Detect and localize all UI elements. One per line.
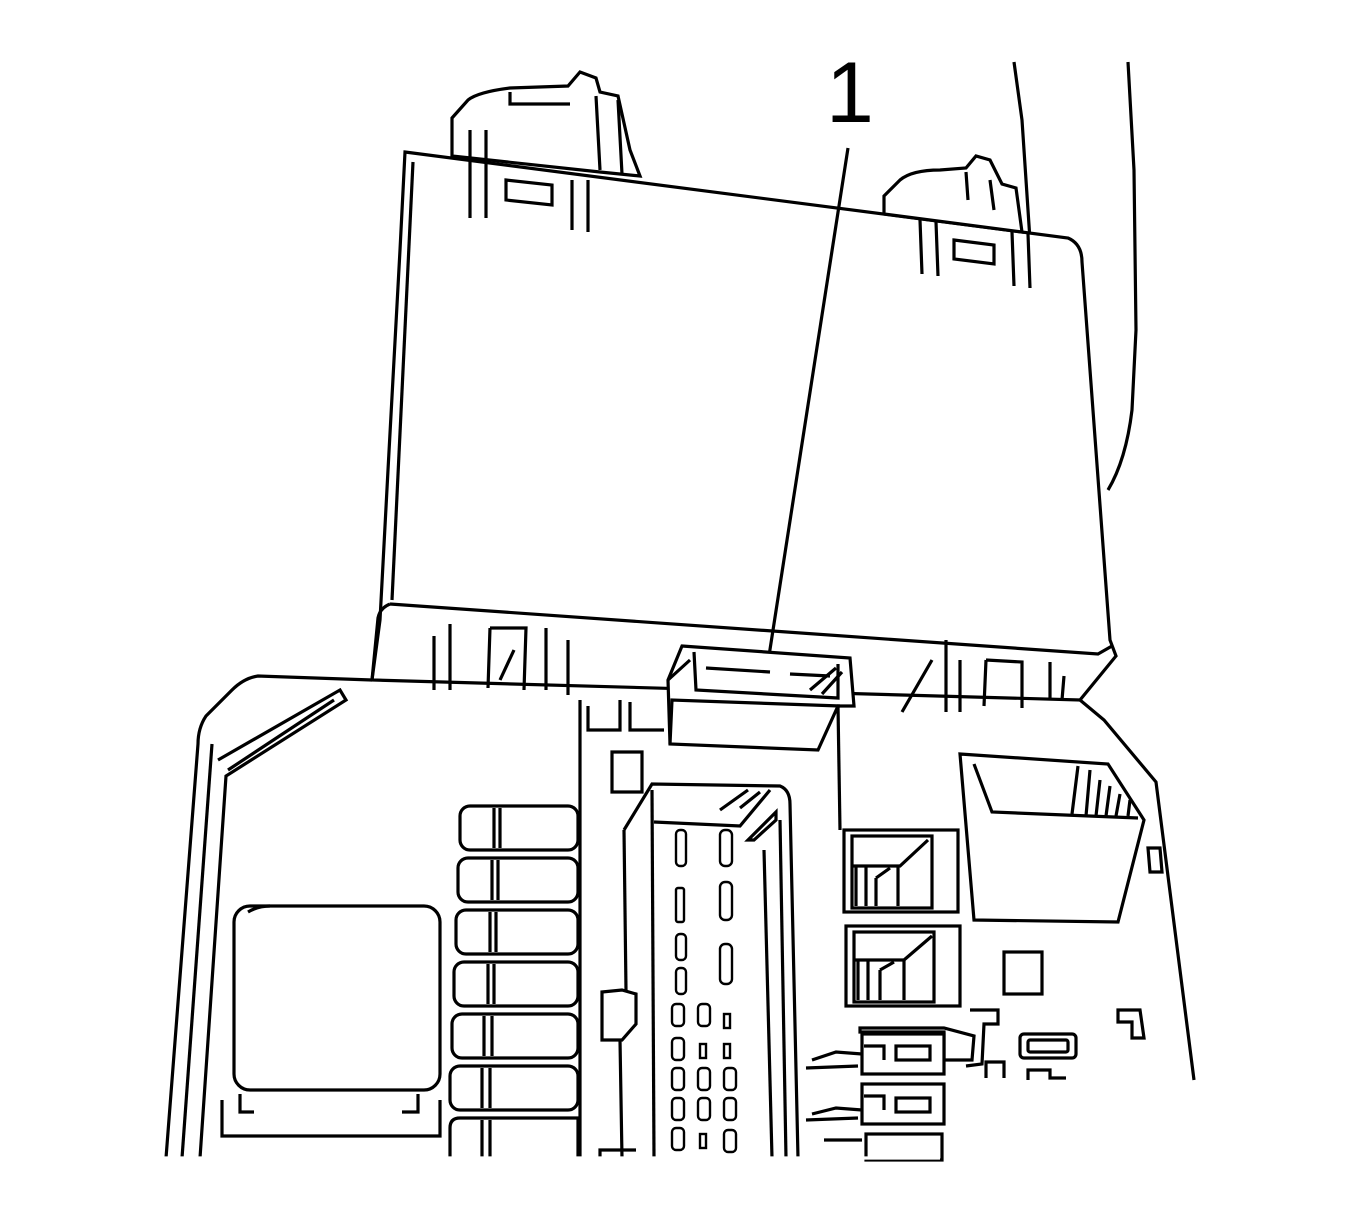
- fuse: [448, 1116, 580, 1158]
- stacked-relays: [805, 1026, 976, 1162]
- small-terminals: [965, 950, 1146, 1080]
- relay-large: [220, 904, 442, 1138]
- central-connector: [598, 750, 800, 1159]
- micro-relay-lower: [844, 924, 962, 1008]
- fuse: [458, 804, 580, 852]
- right-connector: [958, 752, 1164, 924]
- fuse-block-housing: [164, 674, 1196, 1159]
- fuse: [456, 856, 580, 904]
- fuse: [452, 960, 580, 1008]
- fuse-box-cover: [370, 70, 1118, 713]
- micro-relay-upper: [842, 828, 960, 914]
- fuse: [450, 1012, 580, 1060]
- cover-latch-tab: [666, 644, 856, 752]
- connector-pin-grid: [670, 828, 738, 1154]
- callout-label-1: 1: [826, 45, 874, 141]
- fuse-column: [448, 804, 580, 1158]
- fuse: [454, 908, 580, 956]
- fuse: [448, 1064, 580, 1112]
